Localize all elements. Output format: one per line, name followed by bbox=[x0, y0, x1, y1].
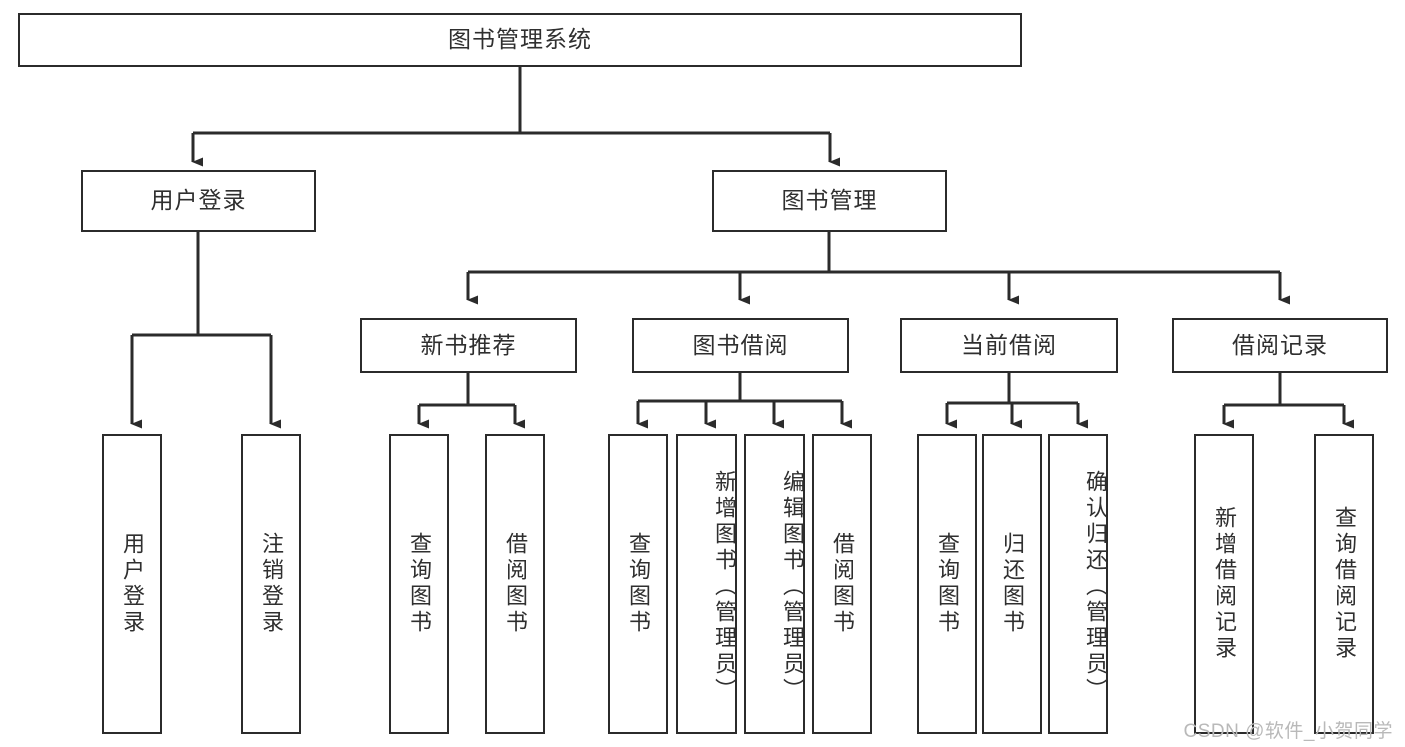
node-book-management[interactable]: 图书管理 bbox=[712, 170, 947, 232]
node-label: 图书管理系统 bbox=[448, 26, 592, 53]
leaf-label: 新增图书（管理员） bbox=[712, 470, 737, 704]
leaf-add-book-admin[interactable]: 新增图书（管理员） bbox=[676, 434, 737, 734]
leaf-label: 查询图书 bbox=[626, 532, 651, 636]
leaf-label: 归还图书 bbox=[1000, 532, 1025, 636]
node-root-system[interactable]: 图书管理系统 bbox=[18, 13, 1022, 67]
node-label: 图书管理 bbox=[781, 187, 878, 214]
leaf-query-book-current[interactable]: 查询图书 bbox=[917, 434, 977, 734]
node-label: 当前借阅 bbox=[961, 331, 1057, 358]
leaf-query-borrow-record[interactable]: 查询借阅记录 bbox=[1314, 434, 1374, 734]
leaf-confirm-return-admin[interactable]: 确认归还（管理员） bbox=[1048, 434, 1108, 734]
leaf-return-book[interactable]: 归还图书 bbox=[982, 434, 1042, 734]
node-label: 图书借阅 bbox=[692, 331, 789, 358]
leaf-label: 查询图书 bbox=[407, 532, 432, 636]
node-user-login[interactable]: 用户登录 bbox=[81, 170, 316, 232]
node-book-borrow[interactable]: 图书借阅 bbox=[632, 318, 849, 373]
leaf-label: 编辑图书（管理员） bbox=[780, 470, 805, 704]
leaf-label: 查询图书 bbox=[935, 532, 960, 636]
leaf-edit-book-admin[interactable]: 编辑图书（管理员） bbox=[744, 434, 805, 734]
node-label: 借阅记录 bbox=[1232, 331, 1328, 358]
leaf-label: 用户登录 bbox=[120, 532, 145, 636]
leaf-user-login[interactable]: 用户登录 bbox=[102, 434, 162, 734]
csdn-watermark: CSDN @软件_小贺同学 bbox=[1183, 721, 1393, 742]
leaf-query-book-newbook[interactable]: 查询图书 bbox=[389, 434, 449, 734]
node-label: 新书推荐 bbox=[420, 331, 517, 358]
node-borrow-record[interactable]: 借阅记录 bbox=[1172, 318, 1388, 373]
leaf-label: 借阅图书 bbox=[503, 532, 528, 636]
node-current-borrow[interactable]: 当前借阅 bbox=[900, 318, 1118, 373]
leaf-borrow-book-newbook[interactable]: 借阅图书 bbox=[485, 434, 545, 734]
leaf-logout[interactable]: 注销登录 bbox=[241, 434, 301, 734]
leaf-label: 新增借阅记录 bbox=[1212, 506, 1237, 662]
leaf-label: 借阅图书 bbox=[830, 532, 855, 636]
leaf-label: 确认归还（管理员） bbox=[1083, 470, 1108, 704]
node-label: 用户登录 bbox=[150, 187, 247, 214]
leaf-query-book-borrow[interactable]: 查询图书 bbox=[608, 434, 668, 734]
leaf-label: 注销登录 bbox=[259, 532, 284, 636]
leaf-label: 查询借阅记录 bbox=[1332, 506, 1357, 662]
node-new-book-recommend[interactable]: 新书推荐 bbox=[360, 318, 577, 373]
leaf-borrow-book[interactable]: 借阅图书 bbox=[812, 434, 872, 734]
leaf-add-borrow-record[interactable]: 新增借阅记录 bbox=[1194, 434, 1254, 734]
